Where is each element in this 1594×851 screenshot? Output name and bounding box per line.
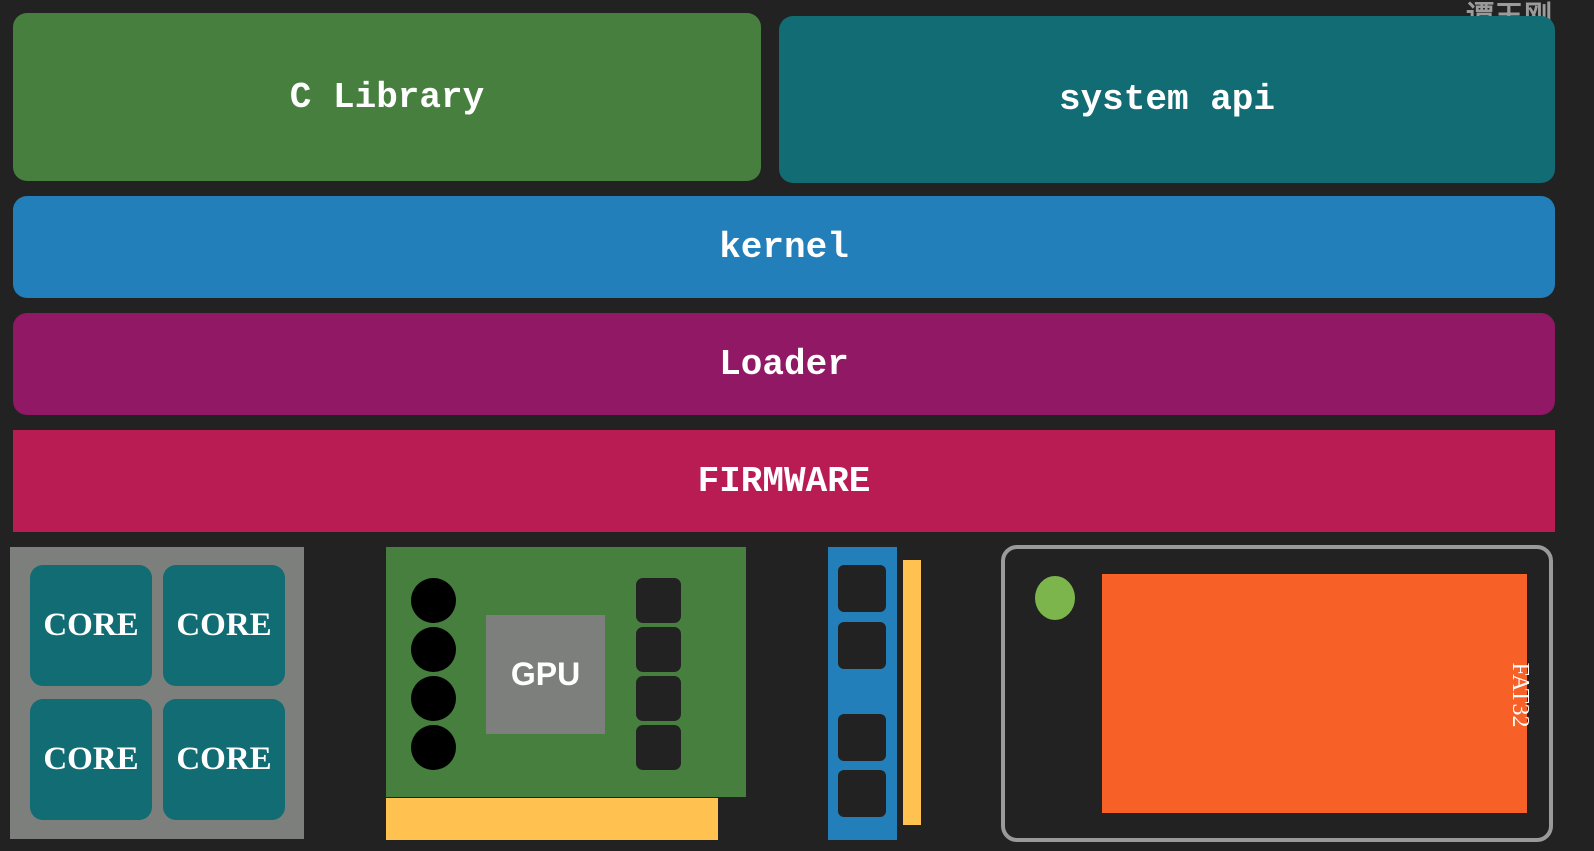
kernel-label: kernel [719,226,849,268]
system-api-label: system api [1058,79,1276,120]
system-api-layer: system api [779,16,1555,183]
gpu-port-icon [411,578,456,623]
gpu-port-icon [411,676,456,721]
gpu-port-icon [411,725,456,770]
ram-chip [838,714,886,761]
storage-card [1001,545,1553,842]
status-led-icon [1035,576,1075,620]
gpu-memory-chip [636,725,681,770]
loader-layer: Loader [13,313,1555,415]
gpu-memory-chip [636,578,681,623]
fat32-partition [1102,574,1527,813]
c-library-layer: C Library [13,13,761,181]
loader-label: Loader [719,343,849,385]
gpu-die: GPU [486,615,605,734]
kernel-layer: kernel [13,196,1555,298]
c-library-label: C Library [289,76,485,118]
gpu-memory-chip [636,676,681,721]
gpu-port-icon [411,627,456,672]
fat32-label: FAT32 [1507,662,1533,728]
ram-chip [838,770,886,817]
ram-chip [838,622,886,669]
cpu-core: CORE [30,699,152,820]
cpu-core: CORE [163,699,285,820]
ram-chip [838,565,886,612]
cpu-core: CORE [30,565,152,686]
firmware-label: FIRMWARE [697,460,871,502]
gpu-memory-chip [636,627,681,672]
cpu-core: CORE [163,565,285,686]
gpu-label: GPU [510,656,581,692]
ram-contact-strip [903,560,921,825]
gpu-edge-connector [386,798,718,840]
firmware-layer: FIRMWARE [13,430,1555,532]
